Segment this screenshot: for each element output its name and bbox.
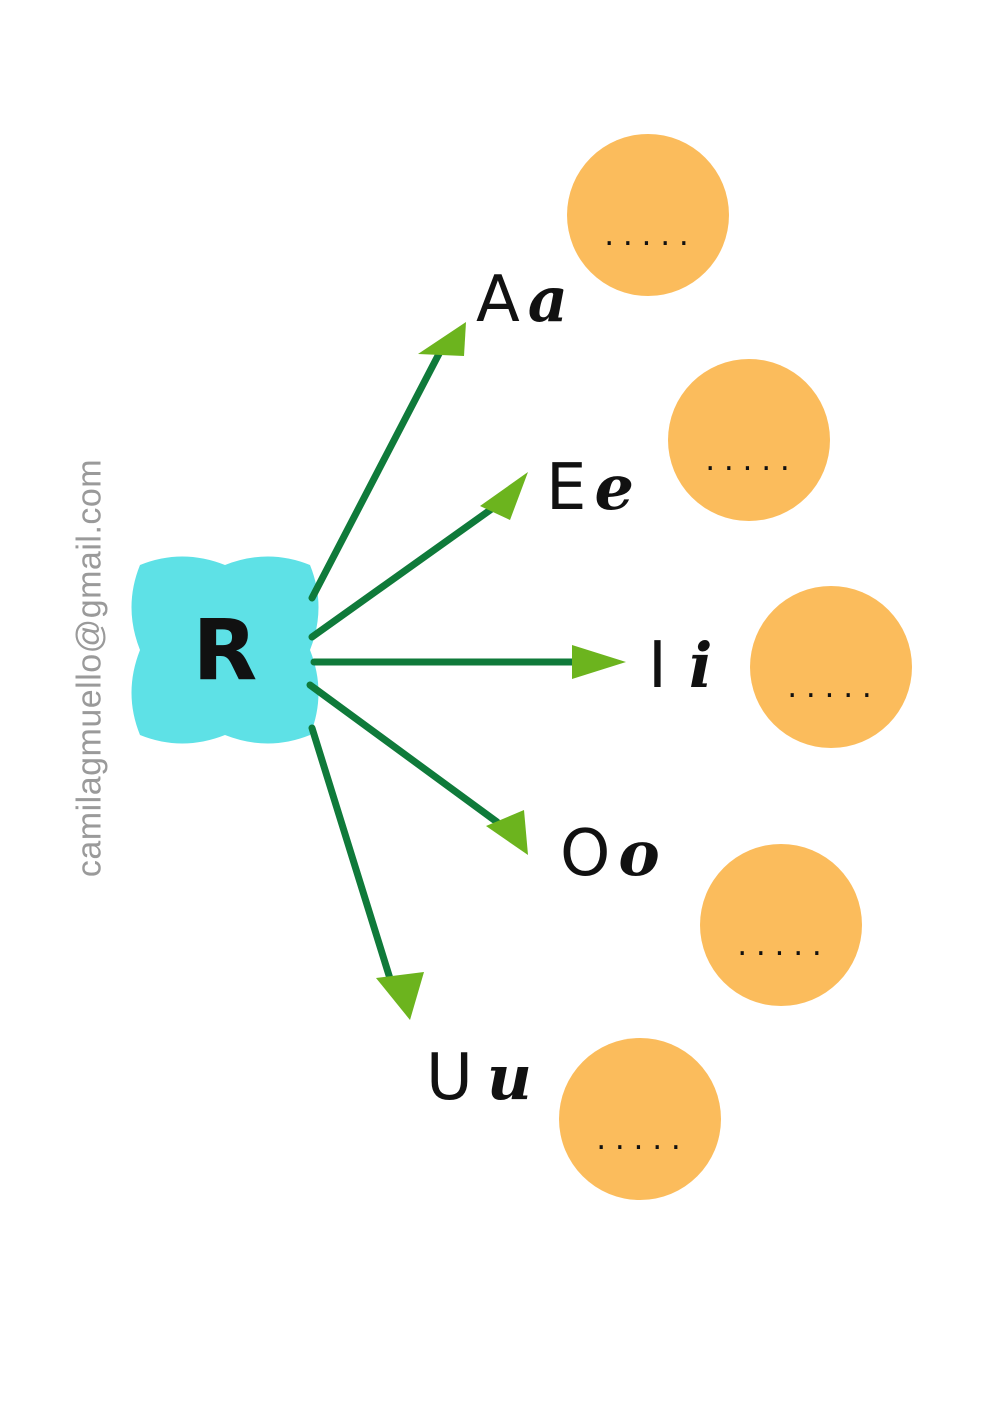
arrow-line-e (308, 499, 504, 641)
vowel-lower-u: u (486, 1041, 532, 1114)
arrow-head-o (486, 810, 528, 855)
arrow-head-i (572, 645, 626, 679)
answer-blank-e: ..... (702, 447, 796, 477)
answer-circle-o: ..... (700, 844, 862, 1006)
arrow-line-o (306, 681, 501, 826)
center-scalloped-shape (131, 556, 319, 744)
arrow-head-u (376, 972, 424, 1020)
answer-blank-i: ..... (784, 674, 878, 704)
arrow-head-a (418, 322, 466, 356)
answer-circle-a: ..... (567, 134, 729, 296)
arrow-line-u (308, 724, 396, 989)
answer-blank-a: ..... (601, 222, 695, 252)
arrow-head-e (480, 472, 528, 520)
answer-circle-i: ..... (750, 586, 912, 748)
vowel-lower-o: o (618, 817, 660, 890)
vowel-upper-o: O (560, 817, 611, 891)
vowel-upper-u: U (426, 1041, 473, 1115)
vowel-upper-i: I (648, 629, 667, 703)
arrow-line-a (308, 344, 446, 602)
center-letter: R (192, 601, 258, 699)
vowel-lower-i: i (688, 629, 713, 702)
answer-circle-u: ..... (559, 1038, 721, 1200)
vowel-upper-a: A (476, 263, 520, 337)
vowel-lower-a: a (527, 263, 568, 336)
vowel-lower-e: e (594, 451, 634, 524)
answer-circle-e: ..... (668, 359, 830, 521)
answer-blank-o: ..... (734, 932, 828, 962)
vowel-upper-e: E (546, 451, 587, 525)
answer-blank-u: ..... (593, 1126, 687, 1156)
